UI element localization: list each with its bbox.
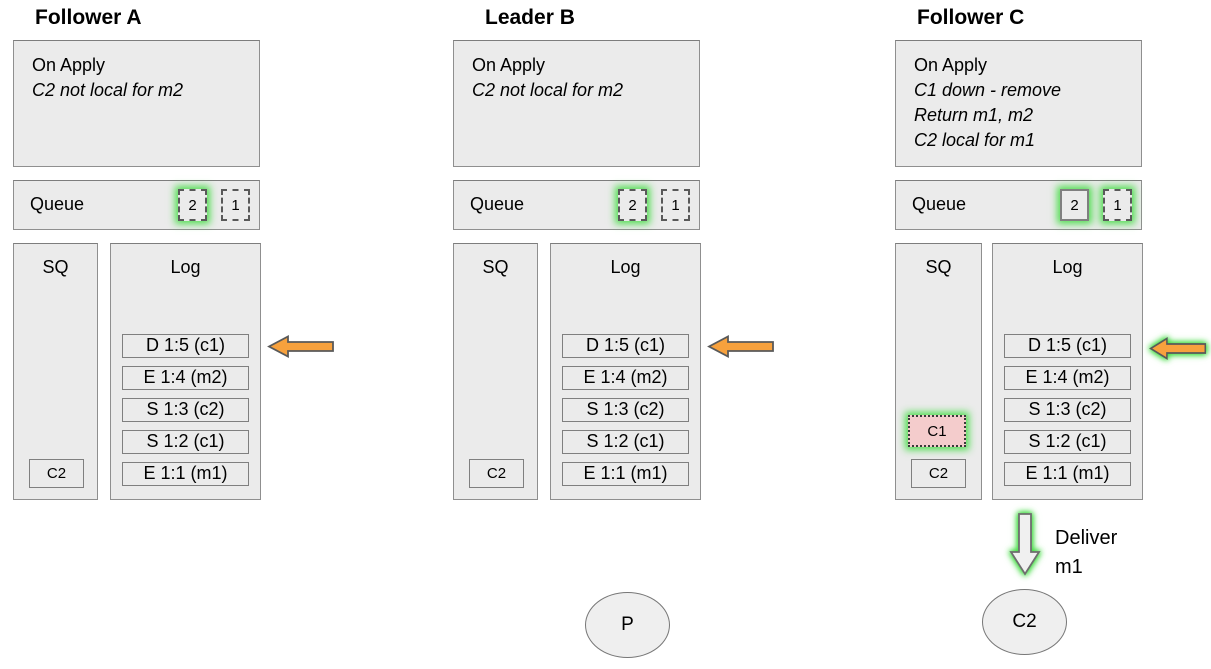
on-apply-heading: On Apply [472,55,546,75]
queue-slot-1: 1 [221,189,250,221]
log-entry: E 1:1 (m1) [1004,462,1131,486]
follower-c-column: Follower C On Apply C1 down - remove Ret… [895,0,1211,669]
column-title: Follower A [35,6,142,29]
log-entry: S 1:2 (c1) [562,430,689,454]
queue-box [13,180,260,230]
queue-slot-1: 1 [1103,189,1132,221]
log-entry: E 1:4 (m2) [562,366,689,390]
queue-slot-2: 2 [618,189,647,221]
log-entry: S 1:3 (c2) [562,398,689,422]
queue-label: Queue [912,194,967,214]
sq-label: SQ [42,257,69,277]
sq-box: SQ [13,243,98,500]
client-node: C2 [982,589,1067,655]
log-entry: E 1:1 (m1) [562,462,689,486]
on-apply-heading: On Apply [32,55,106,75]
apply-arrow-icon [707,335,774,358]
on-apply-box: On Apply C1 down - remove Return m1, m2 … [895,40,1142,167]
sq-item-c2: C2 [29,459,84,488]
log-entry: S 1:2 (c1) [1004,430,1131,454]
queue-slot-1: 1 [661,189,690,221]
on-apply-box: On Apply C2 not local for m2 [453,40,700,167]
on-apply-note: C1 down - remove [914,80,1062,100]
queue-label: Queue [470,194,525,214]
sq-box: SQ [453,243,538,500]
deliver-label: Deliver m1 [1055,524,1117,582]
log-label: Log [610,257,641,277]
sq-label: SQ [925,257,952,277]
follower-a-column: Follower A On Apply C2 not local for m2 … [13,0,353,669]
apply-arrow-icon [1149,337,1207,360]
queue-slot-2: 2 [178,189,207,221]
sq-item-c2: C2 [469,459,524,488]
sq-item-c2: C2 [911,459,966,488]
log-entry: D 1:5 (c1) [1004,334,1131,358]
log-entry: D 1:5 (c1) [562,334,689,358]
leader-b-column: Leader B On Apply C2 not local for m2 Qu… [453,0,793,669]
queue-slot-2: 2 [1060,189,1089,221]
log-entry: D 1:5 (c1) [122,334,249,358]
queue-box [453,180,700,230]
log-label: Log [170,257,201,277]
deliver-arrow-icon [1009,513,1041,576]
sq-item-c1-removed: C1 [908,415,966,447]
sq-label: SQ [482,257,509,277]
queue-label: Queue [30,194,85,214]
on-apply-note: C2 not local for m2 [472,80,624,100]
on-apply-box: On Apply C2 not local for m2 [13,40,260,167]
log-entry: S 1:2 (c1) [122,430,249,454]
queue-box [895,180,1142,230]
on-apply-note: Return m1, m2 [914,105,1034,125]
deliver-label-line: m1 [1055,556,1083,578]
on-apply-heading: On Apply [914,55,988,75]
sq-box: SQ [895,243,982,500]
log-label: Log [1052,257,1083,277]
deliver-label-line: Deliver [1055,527,1118,549]
log-entry: E 1:4 (m2) [122,366,249,390]
log-entry: E 1:1 (m1) [122,462,249,486]
log-entry: S 1:3 (c2) [1004,398,1131,422]
on-apply-note: C2 not local for m2 [32,80,184,100]
log-entry: S 1:3 (c2) [122,398,249,422]
process-node: P [585,592,670,658]
apply-arrow-icon [267,335,334,358]
on-apply-note: C2 local for m1 [914,130,1036,150]
column-title: Leader B [485,6,575,29]
column-title: Follower C [917,6,1025,29]
log-entry: E 1:4 (m2) [1004,366,1131,390]
